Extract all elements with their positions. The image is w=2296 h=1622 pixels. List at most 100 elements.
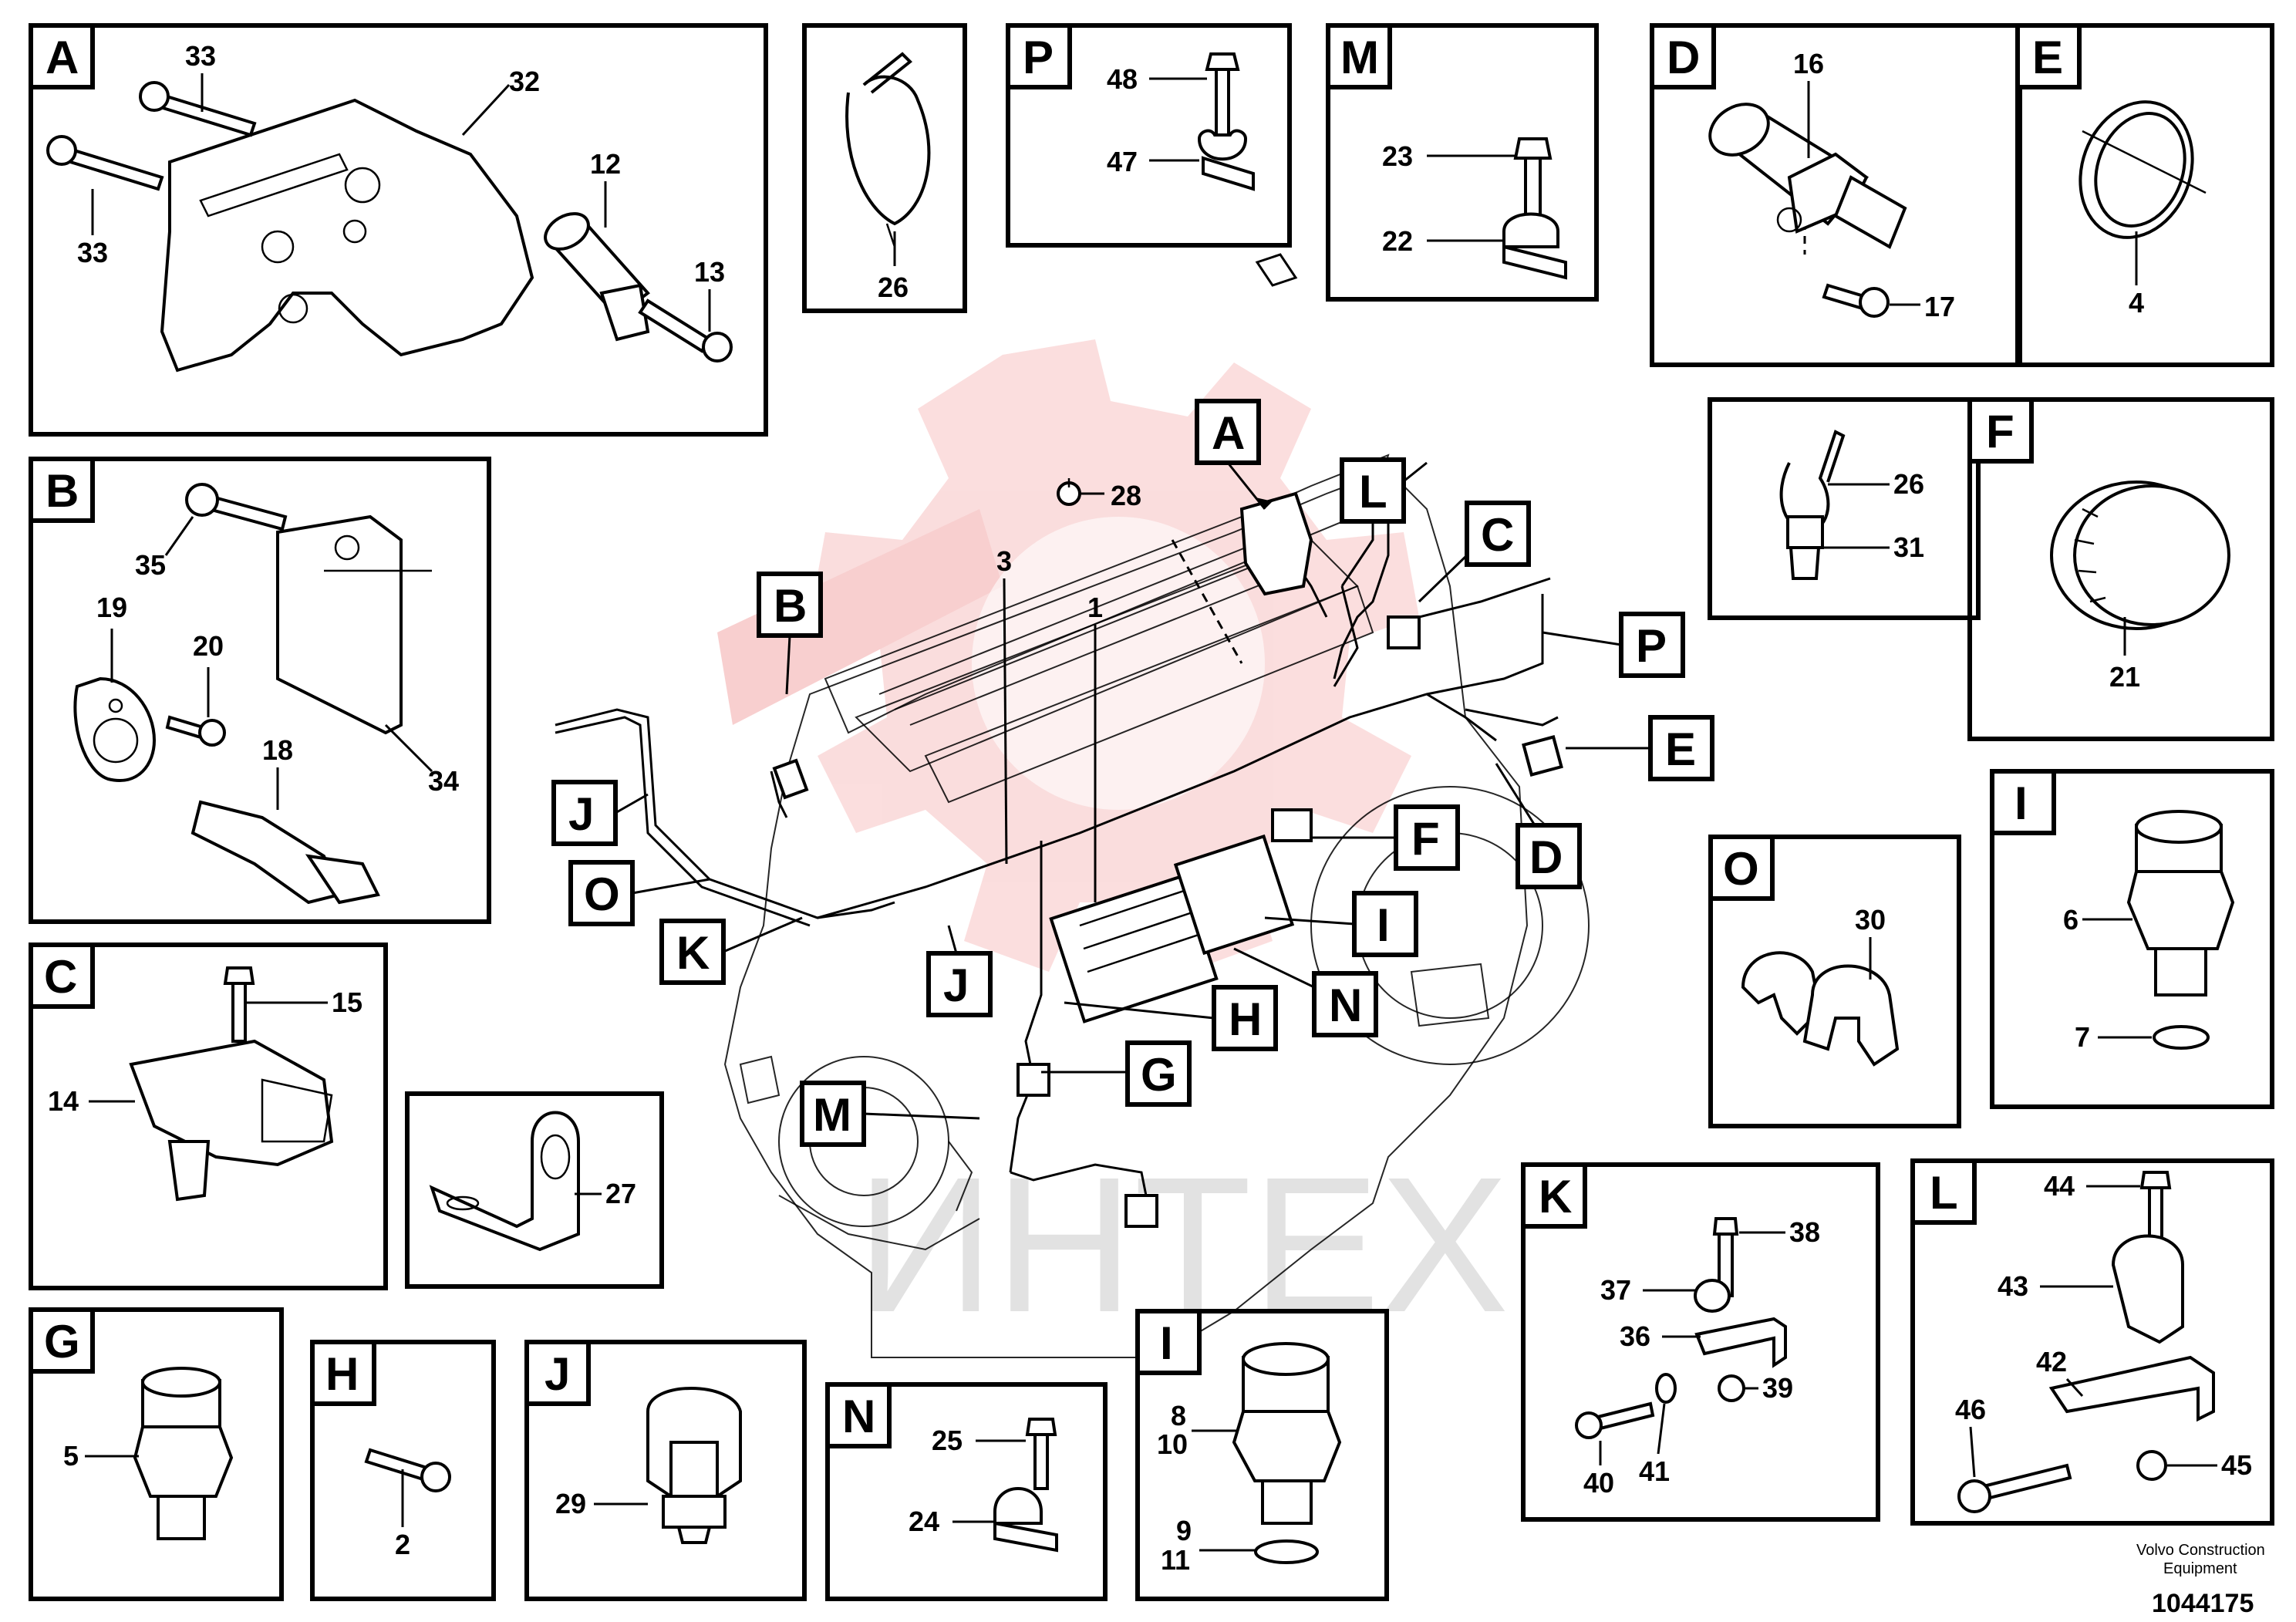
- callout-J-upper: J: [568, 788, 594, 840]
- callout-B: B: [774, 580, 807, 632]
- label-15: 15: [332, 986, 362, 1018]
- svg-text:L: L: [1930, 1167, 1958, 1219]
- label-7: 7: [2075, 1021, 2090, 1053]
- callout-I: I: [1377, 899, 1390, 951]
- inset-M: M 23 22: [1326, 23, 1599, 302]
- label-4: 4: [2129, 287, 2144, 319]
- label-25: 25: [932, 1425, 963, 1456]
- label-21: 21: [2109, 661, 2140, 693]
- company-line-2: Equipment: [2163, 1560, 2237, 1577]
- svg-text:F: F: [1986, 406, 2014, 457]
- callout-P: P: [1636, 620, 1667, 672]
- label-2: 2: [395, 1529, 410, 1560]
- callout-N: N: [1329, 980, 1362, 1031]
- title-block: Volvo Construction Equipment 1044175: [2136, 1542, 2265, 1618]
- callout-C: C: [1481, 509, 1514, 561]
- inset-26-tie: 26: [802, 23, 967, 313]
- inset-I-upper: I 6 7: [1990, 769, 2274, 1109]
- label-9: 9: [1176, 1515, 1192, 1546]
- label-6: 6: [2063, 904, 2079, 936]
- main-callouts: A L C B P E J D F O: [551, 399, 1714, 1147]
- label-22: 22: [1382, 225, 1413, 257]
- inset-J: J 29: [524, 1340, 807, 1601]
- callout-M: M: [813, 1089, 851, 1141]
- inset-I-lower: I 8 10 9 11: [1135, 1309, 1389, 1601]
- label-10: 10: [1157, 1428, 1188, 1460]
- svg-text:J: J: [544, 1348, 570, 1400]
- label-17: 17: [1924, 291, 1955, 322]
- inset-G: G 5: [29, 1307, 284, 1601]
- part-number-28: 28: [1111, 480, 1141, 511]
- label-32: 32: [509, 66, 540, 97]
- label-29: 29: [555, 1488, 586, 1519]
- engine-assembly: [555, 208, 1806, 1358]
- label-34: 34: [428, 765, 459, 797]
- label-5: 5: [63, 1440, 79, 1472]
- label-30: 30: [1855, 904, 1886, 936]
- callout-F: F: [1411, 813, 1440, 865]
- svg-text:A: A: [46, 32, 79, 83]
- part-number-1: 1: [1087, 592, 1103, 623]
- svg-text:E: E: [2032, 32, 2063, 83]
- inset-B: B 35 19 20 18 34: [29, 457, 491, 924]
- label-36: 36: [1620, 1320, 1650, 1352]
- inset-D: D 16 17: [1650, 23, 2022, 367]
- label-26-tie: 26: [878, 271, 909, 303]
- label-39: 39: [1762, 1372, 1793, 1404]
- svg-text:M: M: [1340, 32, 1379, 83]
- label-24: 24: [909, 1506, 939, 1537]
- label-16: 16: [1793, 48, 1824, 79]
- callout-D: D: [1529, 831, 1563, 883]
- callout-H: H: [1229, 993, 1262, 1045]
- inset-H: H 2: [310, 1340, 496, 1601]
- label-37: 37: [1600, 1274, 1631, 1306]
- label-33-bottom: 33: [77, 237, 108, 268]
- label-33-top: 33: [185, 40, 216, 72]
- callout-O: O: [584, 868, 620, 920]
- inset-26-31: 26 31: [1708, 397, 1981, 620]
- drawing-number: 1044175: [2152, 1589, 2254, 1618]
- svg-text:B: B: [46, 465, 79, 517]
- svg-text:H: H: [325, 1348, 359, 1400]
- label-42: 42: [2036, 1346, 2067, 1378]
- svg-text:O: O: [1723, 843, 1759, 895]
- callout-G: G: [1141, 1049, 1177, 1101]
- label-31: 31: [1893, 531, 1924, 563]
- part-number-3: 3: [996, 545, 1012, 577]
- inset-L: L 44 43 42 46 45: [1910, 1158, 2274, 1526]
- inset-F: F 21: [1967, 397, 2274, 741]
- inset-P: P 48 47: [1006, 23, 1292, 248]
- svg-text:K: K: [1539, 1171, 1572, 1222]
- label-48: 48: [1107, 63, 1138, 95]
- inset-K: K 38 37 36 39 40 41: [1521, 1162, 1880, 1522]
- label-40: 40: [1583, 1467, 1614, 1499]
- svg-text:C: C: [44, 951, 77, 1003]
- label-27: 27: [605, 1178, 636, 1209]
- label-41: 41: [1639, 1455, 1670, 1487]
- label-18: 18: [262, 734, 293, 766]
- label-13: 13: [694, 256, 725, 288]
- svg-text:I: I: [1160, 1317, 1173, 1369]
- svg-text:D: D: [1667, 32, 1700, 83]
- company-line-1: Volvo Construction: [2136, 1542, 2265, 1559]
- inset-A: A 33 32 33 12 13: [29, 23, 768, 437]
- callout-A: A: [1212, 407, 1245, 459]
- inset-C: C 15 14: [29, 943, 388, 1290]
- svg-text:I: I: [2014, 777, 2028, 829]
- label-20: 20: [193, 630, 224, 662]
- label-45: 45: [2221, 1449, 2252, 1481]
- inset-27: 27: [405, 1091, 664, 1289]
- label-38: 38: [1789, 1216, 1820, 1248]
- svg-text:G: G: [44, 1316, 80, 1367]
- callout-E: E: [1665, 723, 1696, 775]
- inset-E: E 4: [2015, 23, 2274, 367]
- label-12: 12: [590, 148, 621, 180]
- inset-N: N 25 24: [825, 1382, 1108, 1601]
- label-11: 11: [1161, 1544, 1190, 1576]
- callout-L: L: [1359, 466, 1387, 518]
- svg-text:P: P: [1023, 32, 1054, 83]
- inset-O: O 30: [1708, 835, 1961, 1128]
- label-44: 44: [2044, 1170, 2075, 1202]
- label-19: 19: [96, 592, 127, 623]
